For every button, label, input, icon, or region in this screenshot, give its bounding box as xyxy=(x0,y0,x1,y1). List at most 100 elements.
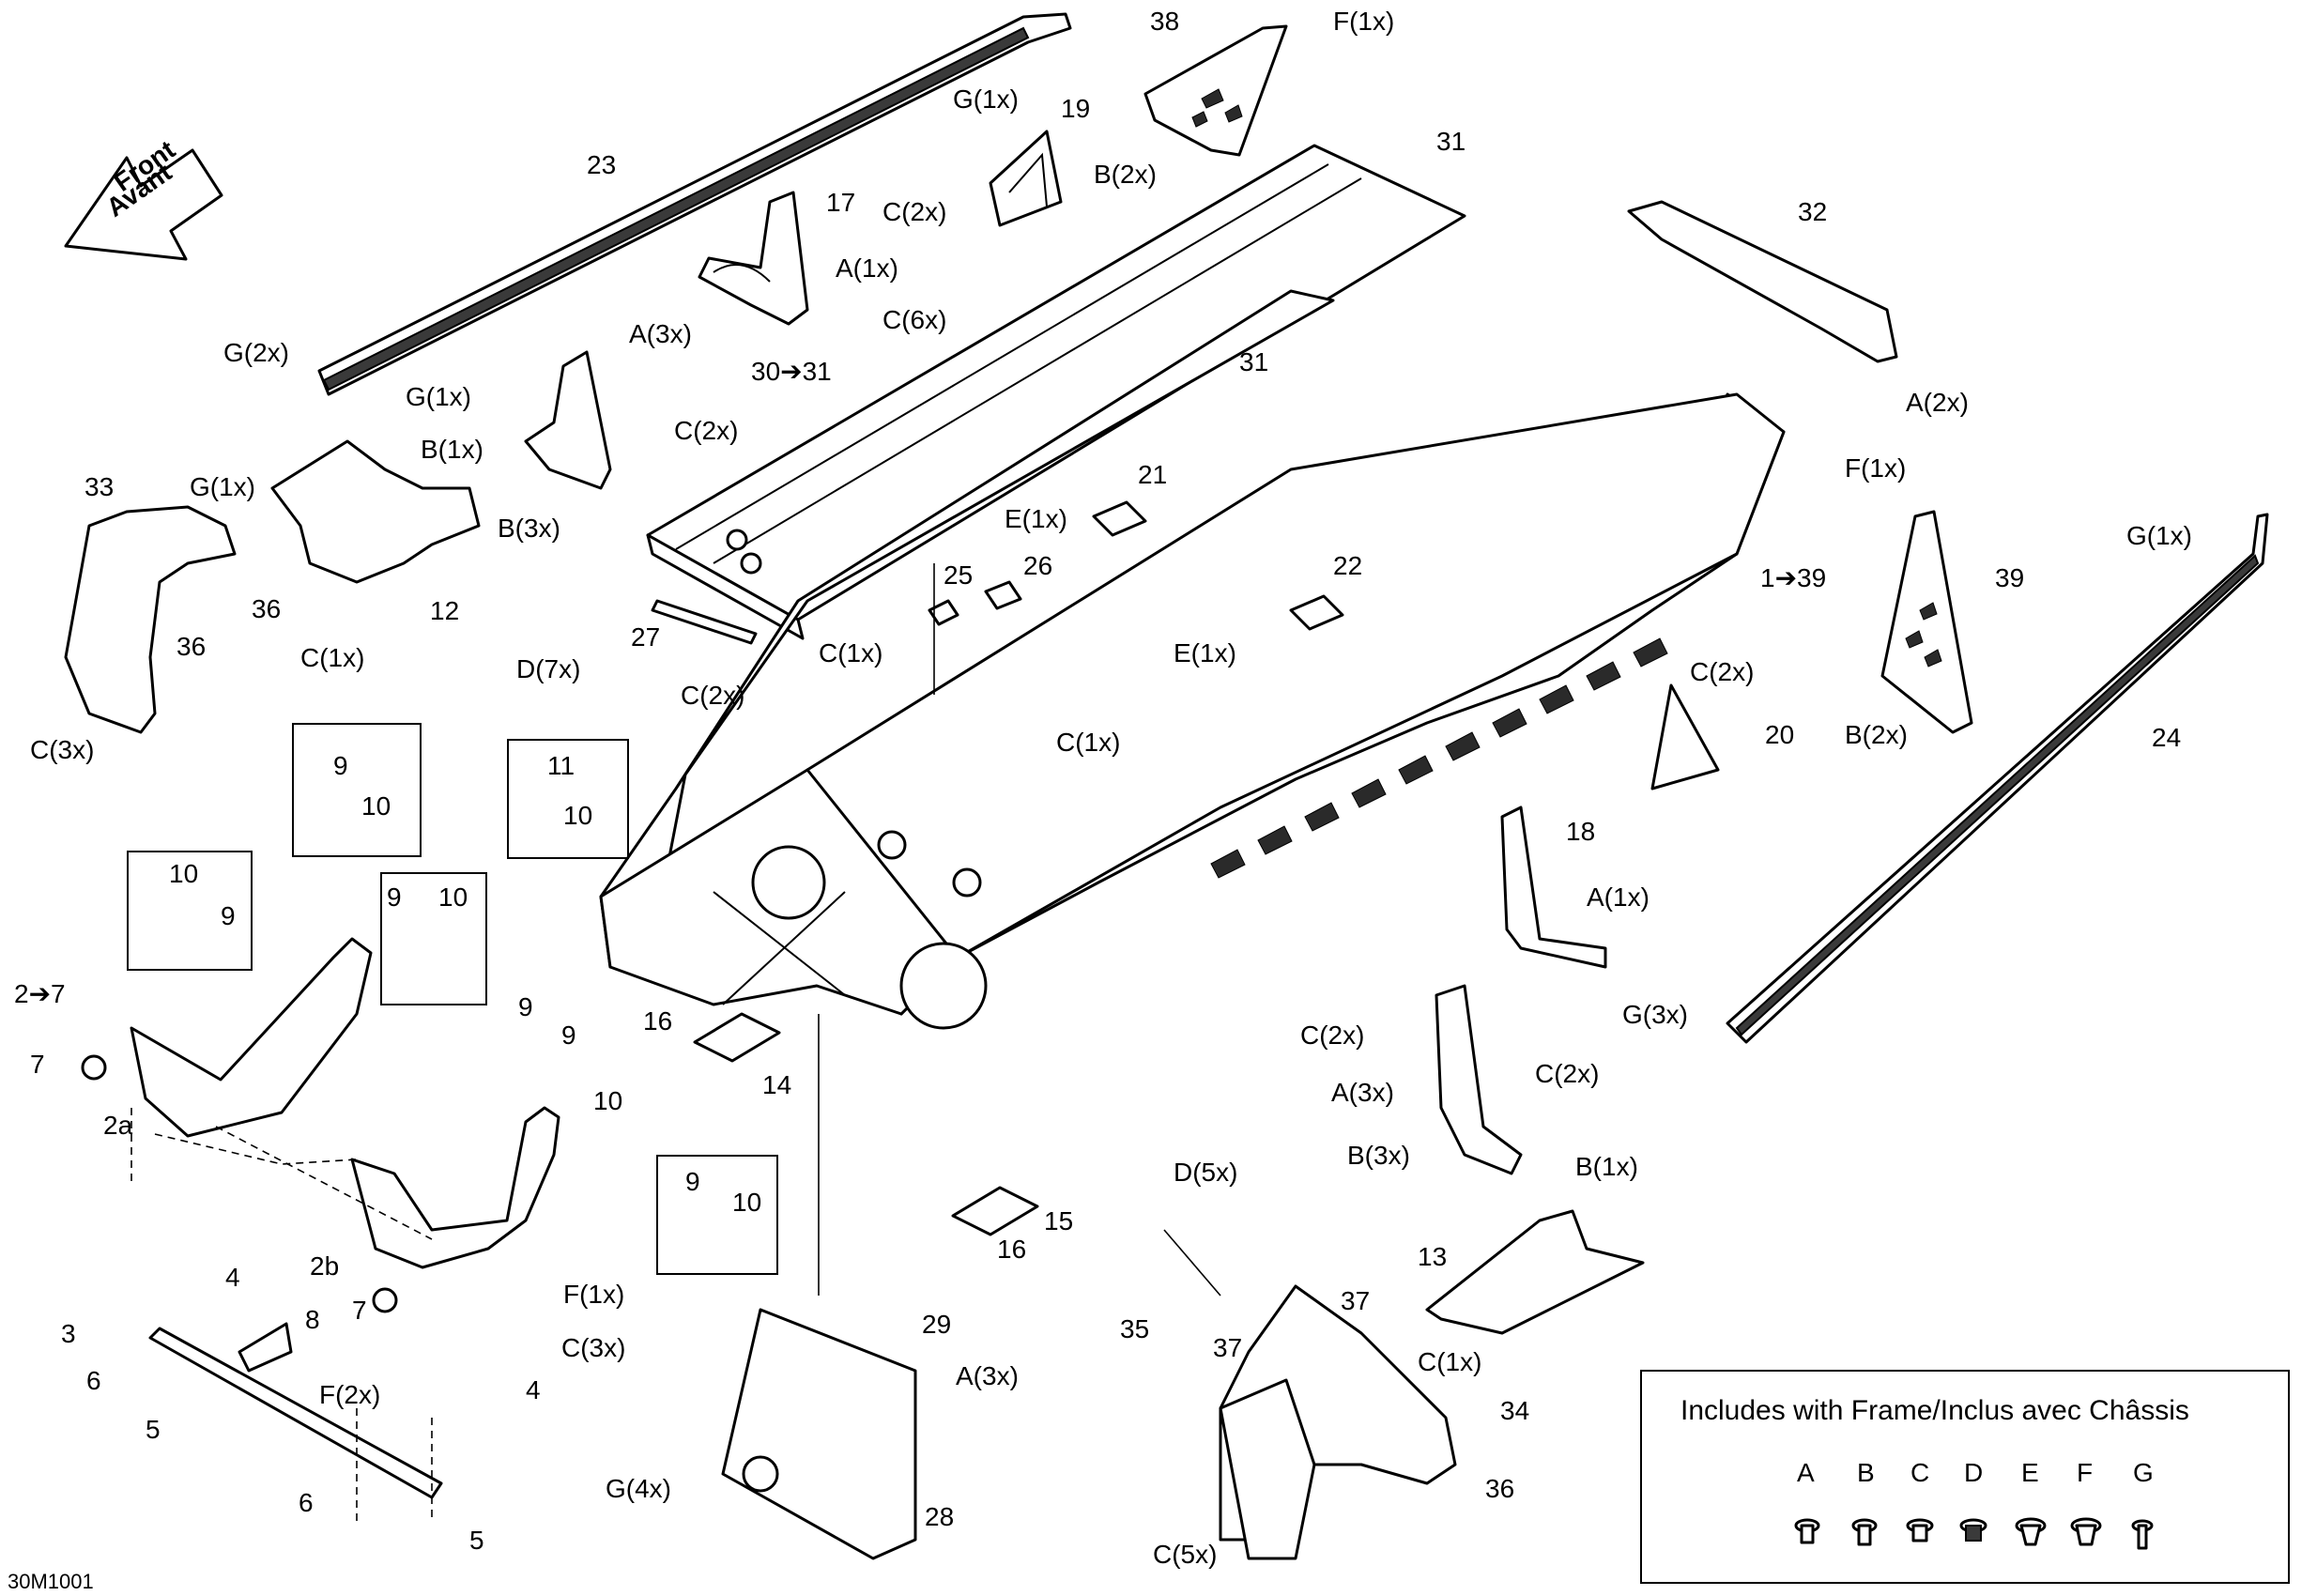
callout-31-top: 31 xyxy=(1436,127,1465,156)
inset-box-9-10-top xyxy=(292,723,422,857)
callout-g4x: G(4x) xyxy=(606,1474,671,1503)
callout-15: 15 xyxy=(1044,1206,1073,1235)
callout-6-a: 6 xyxy=(86,1366,101,1395)
part-39-gusset xyxy=(1880,510,1973,734)
callout-c1x-12: C(1x) xyxy=(300,643,364,672)
part-27-rod xyxy=(651,599,758,645)
callout-b1x-12: B(1x) xyxy=(421,435,483,464)
callout-23: 23 xyxy=(587,150,616,179)
callout-5-b: 5 xyxy=(469,1526,484,1555)
inset-box-10-9 xyxy=(127,851,253,971)
part-24-right-rail xyxy=(1726,513,2269,1044)
callout-37-b: 37 xyxy=(1213,1333,1242,1362)
part-19-gusset xyxy=(989,130,1063,227)
callout-c2x-rear: C(2x) xyxy=(1535,1059,1599,1088)
callout-c2x-chassis-lower: C(2x) xyxy=(1300,1021,1364,1050)
legend-fastener-icons xyxy=(1794,1517,2154,1550)
callout-2a: 2a xyxy=(103,1111,133,1140)
callout-4-a: 4 xyxy=(225,1263,240,1292)
callout-a1x-18: A(1x) xyxy=(1587,882,1650,912)
part-23-left-rail xyxy=(317,12,1072,396)
callout-39: 39 xyxy=(1995,563,2024,592)
fastener-f-icon xyxy=(2070,1517,2102,1546)
callout-f2x: F(2x) xyxy=(319,1380,380,1409)
part-38-bracket xyxy=(1143,24,1288,157)
callout-c1x-top: C(1x) xyxy=(819,638,882,668)
legend-letter-f: F xyxy=(2077,1458,2093,1487)
callout-1-39: 1➔39 xyxy=(1760,563,1826,592)
callout-20: 20 xyxy=(1765,720,1794,749)
callout-g1x-33: G(1x) xyxy=(190,472,255,501)
part-13-plate xyxy=(1425,1209,1645,1335)
callout-27: 27 xyxy=(631,622,660,652)
callout-b3x-rear: B(3x) xyxy=(1347,1141,1410,1170)
callout-34: 34 xyxy=(1500,1396,1529,1425)
callout-9-box1: 9 xyxy=(333,751,348,780)
inset-box-9-10-lower xyxy=(656,1155,778,1275)
callout-g3x: G(3x) xyxy=(1622,1000,1688,1029)
callout-c2x-chassis: C(2x) xyxy=(681,681,744,710)
part-21-clip xyxy=(1092,500,1147,537)
callout-g2x: G(2x) xyxy=(223,338,289,367)
part-12-plate xyxy=(270,439,481,584)
callout-31-mid: 31 xyxy=(1239,347,1268,376)
part-rear-bracket-a3x xyxy=(1435,984,1523,1175)
part-14-guide xyxy=(693,1012,781,1063)
part-2b-front-frame xyxy=(350,1106,560,1313)
callout-4-b: 4 xyxy=(526,1375,541,1404)
hardware-legend: Includes with Frame/Inclus avec Châssis … xyxy=(1640,1370,2290,1584)
callout-36-lower: 36 xyxy=(176,632,206,661)
callout-13: 13 xyxy=(1418,1242,1447,1271)
callout-32: 32 xyxy=(1798,197,1827,226)
callout-f1x-39: F(1x) xyxy=(1845,453,1906,483)
part-3-bar xyxy=(148,1327,443,1499)
callout-b1x-13: B(1x) xyxy=(1575,1152,1638,1181)
callout-a3x-28: A(3x) xyxy=(956,1361,1019,1390)
part-front-bracket-a3x xyxy=(524,350,612,490)
callout-10-box5: 10 xyxy=(732,1188,761,1217)
callout-6-b: 6 xyxy=(299,1488,314,1517)
part-22-clip xyxy=(1289,594,1344,631)
part-17-support xyxy=(698,191,809,326)
callout-c2x-20: C(2x) xyxy=(1690,657,1754,686)
callout-labels: 38 F(1x) G(1x) 19 B(2x) 31 23 17 C(2x) A… xyxy=(14,7,2192,1569)
part-8-clip xyxy=(238,1322,293,1373)
callout-35: 35 xyxy=(1120,1314,1149,1343)
legend-frame xyxy=(1640,1370,2290,1584)
callout-33: 33 xyxy=(84,472,114,501)
callout-g1x: G(1x) xyxy=(953,84,1019,114)
callout-2-7: 2➔7 xyxy=(14,979,66,1008)
callout-30-31: 30➔31 xyxy=(751,357,832,386)
callout-36-34: 36 xyxy=(1485,1474,1514,1503)
chassis-side-vents xyxy=(1210,637,1668,879)
callout-2b: 2b xyxy=(310,1251,339,1281)
callout-g1x-24: G(1x) xyxy=(2126,521,2192,550)
part-32-crossbar xyxy=(1627,200,1898,363)
fastener-e-icon xyxy=(2015,1517,2047,1546)
part-18-support xyxy=(1500,806,1607,969)
callout-8: 8 xyxy=(305,1305,320,1334)
legend-letters: A B C D E F G xyxy=(1797,1458,2154,1487)
part-26-clip xyxy=(984,580,1022,610)
callout-24: 24 xyxy=(2152,723,2181,752)
part-2a-front-frame xyxy=(81,937,373,1138)
fastener-a-icon xyxy=(1794,1518,1820,1544)
callout-29: 29 xyxy=(922,1310,951,1339)
callout-11: 11 xyxy=(547,751,575,780)
callout-10-c: 10 xyxy=(593,1086,622,1115)
callout-16-lower: 16 xyxy=(997,1235,1026,1264)
legend-letter-b: B xyxy=(1857,1458,1875,1487)
callout-17: 17 xyxy=(826,188,855,217)
callout-e1x-22: E(1x) xyxy=(1174,638,1236,668)
legend-letter-e: E xyxy=(2021,1458,2039,1487)
callout-9-a: 9 xyxy=(518,992,533,1021)
part-25-clip xyxy=(928,599,959,626)
callout-9-box4: 9 xyxy=(387,882,402,912)
fastener-b-icon xyxy=(1851,1518,1878,1546)
part-28-heat-exchanger xyxy=(721,1308,917,1560)
diagram-code: 30M1001 xyxy=(8,1570,94,1593)
callout-c3x-33: C(3x) xyxy=(30,735,94,764)
callout-9-box5: 9 xyxy=(685,1167,700,1196)
callout-36-33: 36 xyxy=(252,594,281,623)
